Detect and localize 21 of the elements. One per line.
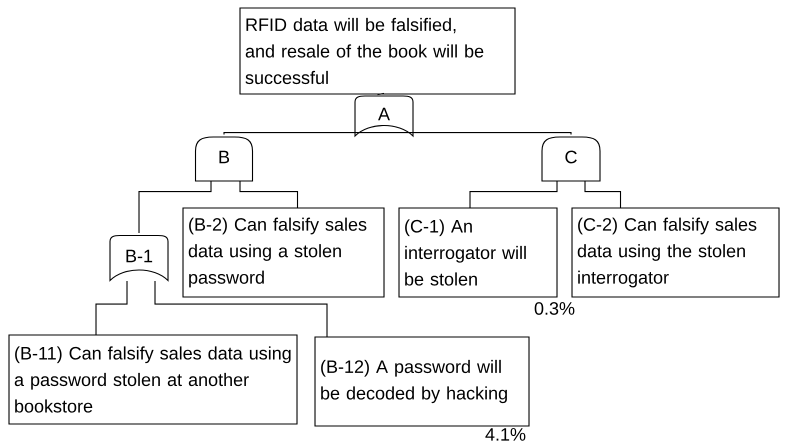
event-box: (B-12) A password will be decoded by hacking: [314, 336, 530, 427]
event-box: RFID data will be falsified, and resale of the book will be successful: [239, 7, 516, 95]
connector-line: [223, 132, 384, 134]
connector-line: [239, 182, 298, 208]
connector-line: [95, 281, 128, 334]
event-box: (C-1) An interrogator will be stolen: [398, 207, 558, 298]
probability-label: 0.3%: [534, 302, 574, 315]
event-box: (B-11) Can falsify sales data using a password stolen at another bookstore: [8, 334, 298, 425]
event-box: (C-2) Can falsify sales data using the stolen interrogator: [571, 207, 780, 298]
connector-line: [469, 182, 558, 208]
or-gate: A: [354, 95, 414, 137]
connector-line: [584, 182, 622, 208]
and-gate: C: [541, 136, 601, 182]
connector-line: [154, 281, 328, 336]
probability-label: 4.1%: [485, 428, 526, 441]
connector-line: [138, 182, 212, 233]
or-gate: B-1: [109, 234, 169, 282]
event-box: (B-2) Can falsify sales data using a stolen password: [182, 207, 385, 298]
connector-line: [377, 92, 384, 96]
connector-line: [384, 132, 572, 134]
and-gate: B: [194, 136, 254, 182]
